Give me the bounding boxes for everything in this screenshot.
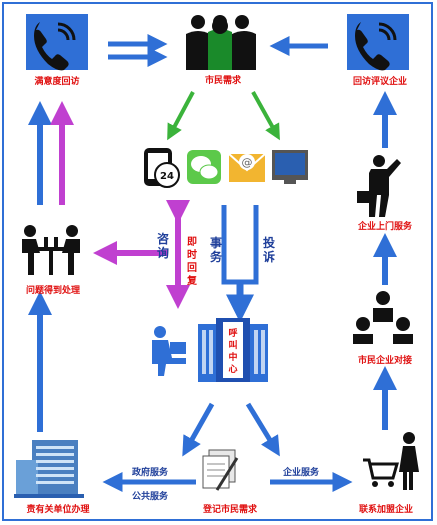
phone-24-icon: 24 xyxy=(144,148,180,188)
label-register-demand: 登记市民需求 xyxy=(202,505,257,515)
channel-24-text: 24 xyxy=(160,171,174,182)
label-contact-member-company: 联系加盟企业 xyxy=(358,505,413,515)
document-pen-icon xyxy=(202,449,239,491)
people-group-icon xyxy=(186,15,256,70)
arrow-center-to-register-right xyxy=(245,402,280,457)
svg-text:@: @ xyxy=(242,156,253,169)
center-sign-char-2: 叫 xyxy=(228,339,237,351)
label-public-service: 公共服务 xyxy=(132,492,169,502)
phone-handset-icon xyxy=(26,14,88,71)
match-people-icon xyxy=(353,291,413,344)
arrows xyxy=(28,34,397,492)
arrow-demand-to-channels-left xyxy=(167,91,195,141)
arrow-center-to-register-left xyxy=(182,402,215,457)
label-consult: 咨询 xyxy=(156,232,169,260)
label-gov-service: 政府服务 xyxy=(132,468,169,478)
label-problem-handled: 问题得到处理 xyxy=(25,286,80,296)
label-citizen-demand: 市民需求 xyxy=(204,76,241,86)
label-citizen-company-match: 市民企业对接 xyxy=(357,356,412,366)
office-building-icon xyxy=(14,440,84,498)
label-instant-reply: 即时回复 xyxy=(187,237,197,287)
meeting-table-icon xyxy=(22,225,80,275)
cart-person-icon xyxy=(363,432,419,490)
label-responsible-unit: 责有关单位办理 xyxy=(26,505,90,515)
center-sign-char-4: 心 xyxy=(228,364,237,375)
center-sign-char-3: 中 xyxy=(228,351,237,363)
email-icon: @ xyxy=(228,153,266,182)
label-affairs: 事务 xyxy=(209,236,222,264)
arrow-affairs-complaint-to-center xyxy=(221,205,259,285)
arrow-demand-to-channels-right xyxy=(251,91,280,141)
label-company-onsite-service: 企业上门服务 xyxy=(357,222,412,232)
label-complaint: 投诉 xyxy=(262,236,275,264)
phone-handset-icon xyxy=(347,14,409,71)
center-sign-char-1: 呼 xyxy=(228,327,237,339)
monitor-icon xyxy=(272,150,308,184)
service-worker-icon xyxy=(357,155,401,217)
label-satisfaction-revisit: 满意度回访 xyxy=(34,77,80,87)
call-center-icon: 呼 叫 中 心 xyxy=(152,318,268,382)
label-enterprise-service: 企业服务 xyxy=(283,468,320,478)
label-revisit-evaluate-company: 回访评议企业 xyxy=(352,77,407,87)
wechat-icon xyxy=(187,150,221,184)
